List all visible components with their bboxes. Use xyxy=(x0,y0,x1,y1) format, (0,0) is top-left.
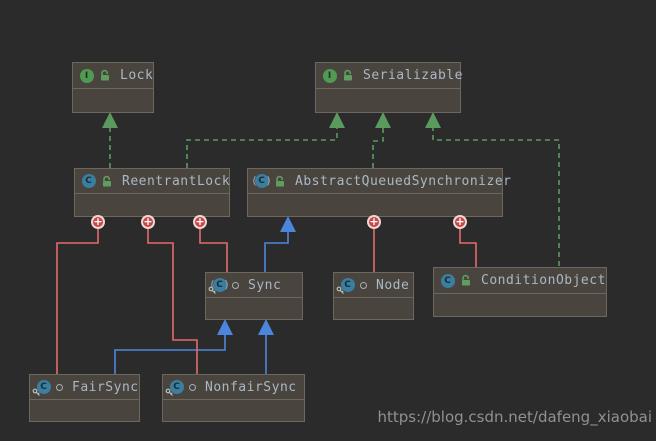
inner-class-anchor-icon[interactable]: + xyxy=(141,215,155,229)
public-unlock-icon xyxy=(274,175,286,188)
interface-icon: I xyxy=(78,68,95,84)
package-private-icon xyxy=(232,281,239,289)
static-class-icon: C xyxy=(165,379,185,396)
class-name: AbstractQueuedSynchronizer xyxy=(295,173,512,189)
arrowhead-implements-lock xyxy=(102,112,118,128)
package-private-icon xyxy=(189,383,196,391)
class-node-reentrantlock[interactable]: C ReentrantLock xyxy=(74,168,230,217)
arrowhead-implements-serializable-2 xyxy=(375,112,391,128)
class-name: Serializable xyxy=(363,68,463,83)
inner-class-edges xyxy=(56,217,477,374)
public-unlock-icon xyxy=(460,274,472,287)
class-node-serializable[interactable]: I Serializable xyxy=(315,62,463,113)
class-name: Sync xyxy=(248,277,282,293)
arrowhead-implements-serializable-3 xyxy=(425,112,441,128)
inner-class-anchor-icon[interactable]: + xyxy=(367,215,381,229)
class-name: Lock xyxy=(120,68,154,83)
edge-reentrantlock-inner-fairsync xyxy=(56,217,99,374)
arrowhead-extends-sync-2 xyxy=(258,319,274,335)
edge-fairsync-extends-sync xyxy=(114,333,226,374)
class-node-fairsync[interactable]: C FairSync xyxy=(29,374,140,422)
class-node-lock[interactable]: I Lock xyxy=(72,62,154,113)
node-header: C Sync xyxy=(206,273,302,298)
arrowhead-extends-aqs xyxy=(280,216,296,232)
public-unlock-icon xyxy=(342,69,354,82)
node-header: C NonfairSync xyxy=(163,375,304,400)
node-header: C ReentrantLock xyxy=(75,169,231,194)
node-header: C AbstractQueuedSynchronizer xyxy=(248,169,511,194)
class-icon: C xyxy=(439,273,456,289)
class-name: FairSync xyxy=(72,379,139,395)
arrowhead-extends-sync-1 xyxy=(217,319,233,335)
edge-sync-extends-aqs xyxy=(264,230,289,272)
abstract-static-class-icon: C xyxy=(208,277,230,294)
static-key-icon xyxy=(208,286,216,294)
edge-conditionobject-implements-serializable xyxy=(432,128,560,266)
edge-reentrantlock-inner-sync xyxy=(199,217,228,272)
node-header: C Node xyxy=(334,273,413,298)
arrowhead-implements-serializable-1 xyxy=(329,112,345,128)
class-name: Node xyxy=(376,277,410,293)
static-key-icon xyxy=(336,286,344,294)
edge-reentrantlock-inner-nonfairsync xyxy=(147,217,198,374)
inner-class-anchor-icon[interactable]: + xyxy=(91,215,105,229)
class-name: NonfairSync xyxy=(205,379,297,395)
static-class-icon: C xyxy=(336,277,356,294)
class-node-node[interactable]: C Node xyxy=(333,272,414,320)
node-header: I Lock xyxy=(73,63,153,89)
edge-aqs-implements-serializable xyxy=(372,128,384,168)
static-key-icon xyxy=(165,388,173,396)
generalization-edges xyxy=(114,216,296,374)
node-header: I Serializable xyxy=(316,63,463,89)
edge-reentrantlock-implements-serializable xyxy=(186,128,338,168)
node-header: C FairSync xyxy=(30,375,139,400)
class-node-conditionobject[interactable]: C ConditionObject xyxy=(433,267,607,317)
public-unlock-icon xyxy=(101,175,113,188)
abstract-class-icon: C xyxy=(251,173,272,189)
inner-class-anchor-icon[interactable]: + xyxy=(453,215,467,229)
static-key-icon xyxy=(32,388,40,396)
class-node-abstractqueuedsynchronizer[interactable]: C AbstractQueuedSynchronizer xyxy=(247,168,511,217)
package-private-icon xyxy=(360,281,367,289)
static-class-icon: C xyxy=(32,379,52,396)
class-name: ConditionObject xyxy=(481,273,606,288)
edge-aqs-inner-conditionobject xyxy=(459,217,477,267)
class-icon: C xyxy=(80,173,97,189)
interface-icon: I xyxy=(321,68,338,84)
public-unlock-icon xyxy=(99,69,111,82)
package-private-icon xyxy=(56,383,63,391)
class-node-sync[interactable]: C Sync xyxy=(205,272,303,320)
inner-class-anchor-icon[interactable]: + xyxy=(193,215,207,229)
class-node-nonfairsync[interactable]: C NonfairSync xyxy=(162,374,305,422)
realization-edges xyxy=(102,112,560,266)
watermark-url: https://blog.csdn.net/dafeng_xiaobai xyxy=(377,408,653,426)
node-header: C ConditionObject xyxy=(434,268,606,294)
class-name: ReentrantLock xyxy=(122,173,231,189)
